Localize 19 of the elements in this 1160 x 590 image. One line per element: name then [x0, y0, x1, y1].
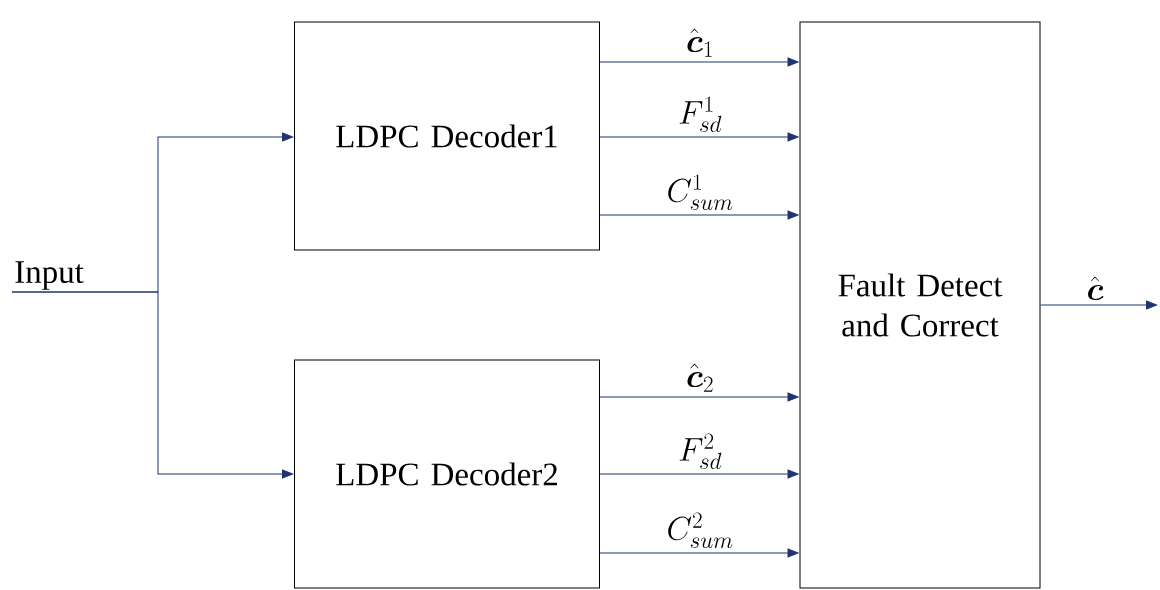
- edge-label: $F_{sd}^{2}$: [679, 433, 722, 470]
- arrow: [599, 132, 799, 142]
- arrow: [599, 392, 799, 402]
- edge-label: $\hat{\boldsymbol{c}}_1$: [687, 28, 712, 57]
- arrow: [11, 291, 294, 479]
- edge-label: $\hat{\boldsymbol{c}}_2$: [687, 363, 713, 392]
- block-box: LDPC Decoder2: [294, 359, 600, 589]
- edge-label: $C_{sum}^{2}$: [668, 512, 733, 549]
- block-box: LDPC Decoder1: [294, 21, 600, 251]
- edge-label: $C_{sum}^{1}$: [668, 174, 733, 211]
- arrow: [599, 57, 799, 67]
- edge-label: $\hat{\boldsymbol{c}}$: [1088, 276, 1104, 301]
- arrow: [599, 548, 799, 558]
- block-box: Fault Detect and Correct: [799, 21, 1041, 589]
- arrow: [1040, 300, 1158, 310]
- arrow: [599, 210, 799, 220]
- edge-label: $F_{sd}^{1}$: [679, 96, 722, 133]
- input-label: Input: [15, 261, 84, 290]
- arrow: [599, 469, 799, 479]
